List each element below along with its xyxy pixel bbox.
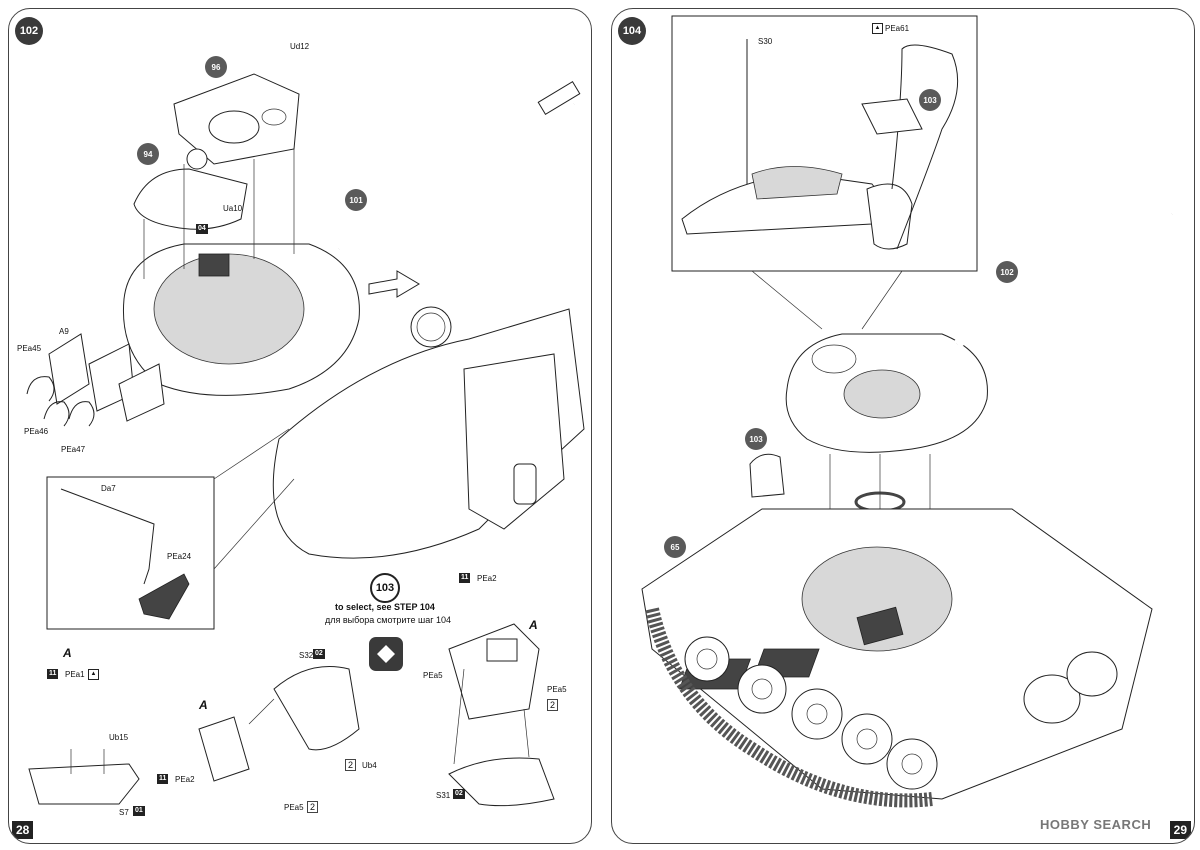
label-pea47: PEa47 xyxy=(61,445,86,454)
label-11-c: 11 xyxy=(459,573,471,583)
label-s30: S30 xyxy=(758,37,773,46)
step-104-badge: 104 xyxy=(618,17,646,45)
label-ud12: Ud12 xyxy=(290,42,310,51)
qty-x2-c: 2 xyxy=(547,699,559,711)
callout-103: 103 xyxy=(745,428,767,450)
step-104-drawing xyxy=(641,15,1175,808)
label-11-b: 11 xyxy=(157,774,169,784)
step-103-badge: 103 xyxy=(370,573,400,603)
page-number-right: 29 xyxy=(1169,821,1191,839)
label-a9: A9 xyxy=(59,327,69,336)
label-pea5-a: PEa5 xyxy=(284,803,304,812)
label-pea5-b: PEa5 xyxy=(423,671,443,680)
step-102-badge: 102 xyxy=(15,17,43,45)
label-pea1: PEa1 xyxy=(65,670,85,679)
step-103-instruction-ru: для выбора смотрите шаг 104 xyxy=(325,615,451,625)
label-04: 04 xyxy=(196,224,208,234)
label-ub15: Ub15 xyxy=(109,733,129,742)
callout-101: 101 xyxy=(345,189,367,211)
pe-icon: ▲ xyxy=(88,669,99,680)
callout-a-right: A xyxy=(529,618,538,632)
label-02-a: 02 xyxy=(313,649,325,659)
step-103-instruction-en: to select, see STEP 104 xyxy=(335,602,435,612)
instruction-page-right: 104 xyxy=(611,8,1195,844)
page-number-left: 28 xyxy=(12,821,34,839)
qty-x2-b: 2 xyxy=(307,801,319,813)
label-ua10: Ua10 xyxy=(223,204,243,213)
callout-94: 94 xyxy=(137,143,159,165)
callout-65: 65 xyxy=(664,536,686,558)
callout-a-middle: A xyxy=(199,698,208,712)
label-pea24: PEa24 xyxy=(167,552,192,561)
watermark-hobby-search: HOBBY SEARCH xyxy=(1040,817,1152,832)
label-s31: S31 xyxy=(436,791,451,800)
label-11-a: 11 xyxy=(47,669,59,679)
instruction-page-left: 102 xyxy=(8,8,592,844)
tank-hull xyxy=(641,508,1153,800)
label-s32: S32 xyxy=(299,651,314,660)
label-pea45: PEa45 xyxy=(17,344,42,353)
label-pea61: PEa61 xyxy=(885,24,910,33)
step-102-drawing xyxy=(26,73,585,807)
callout-102: 102 xyxy=(996,261,1018,283)
pe-icon: ▲ xyxy=(872,23,883,34)
label-pea2-a: PEa2 xyxy=(175,775,195,784)
cupola-94 xyxy=(133,168,248,230)
callout-96: 96 xyxy=(205,56,227,78)
label-s7: S7 xyxy=(119,808,129,817)
qty-x2-a: 2 xyxy=(345,759,357,771)
label-01: 01 xyxy=(133,806,145,816)
callout-103-detail: 103 xyxy=(919,89,941,111)
label-pea2-b: PEa2 xyxy=(477,574,497,583)
callout-a-left: A xyxy=(63,646,72,660)
label-pea5-c: PEa5 xyxy=(547,685,567,694)
label-ub4: Ub4 xyxy=(362,761,377,770)
label-da7: Da7 xyxy=(101,484,116,493)
box-a9 xyxy=(48,333,90,405)
label-pea46: PEa46 xyxy=(24,427,49,436)
label-02-b: 02 xyxy=(453,789,465,799)
